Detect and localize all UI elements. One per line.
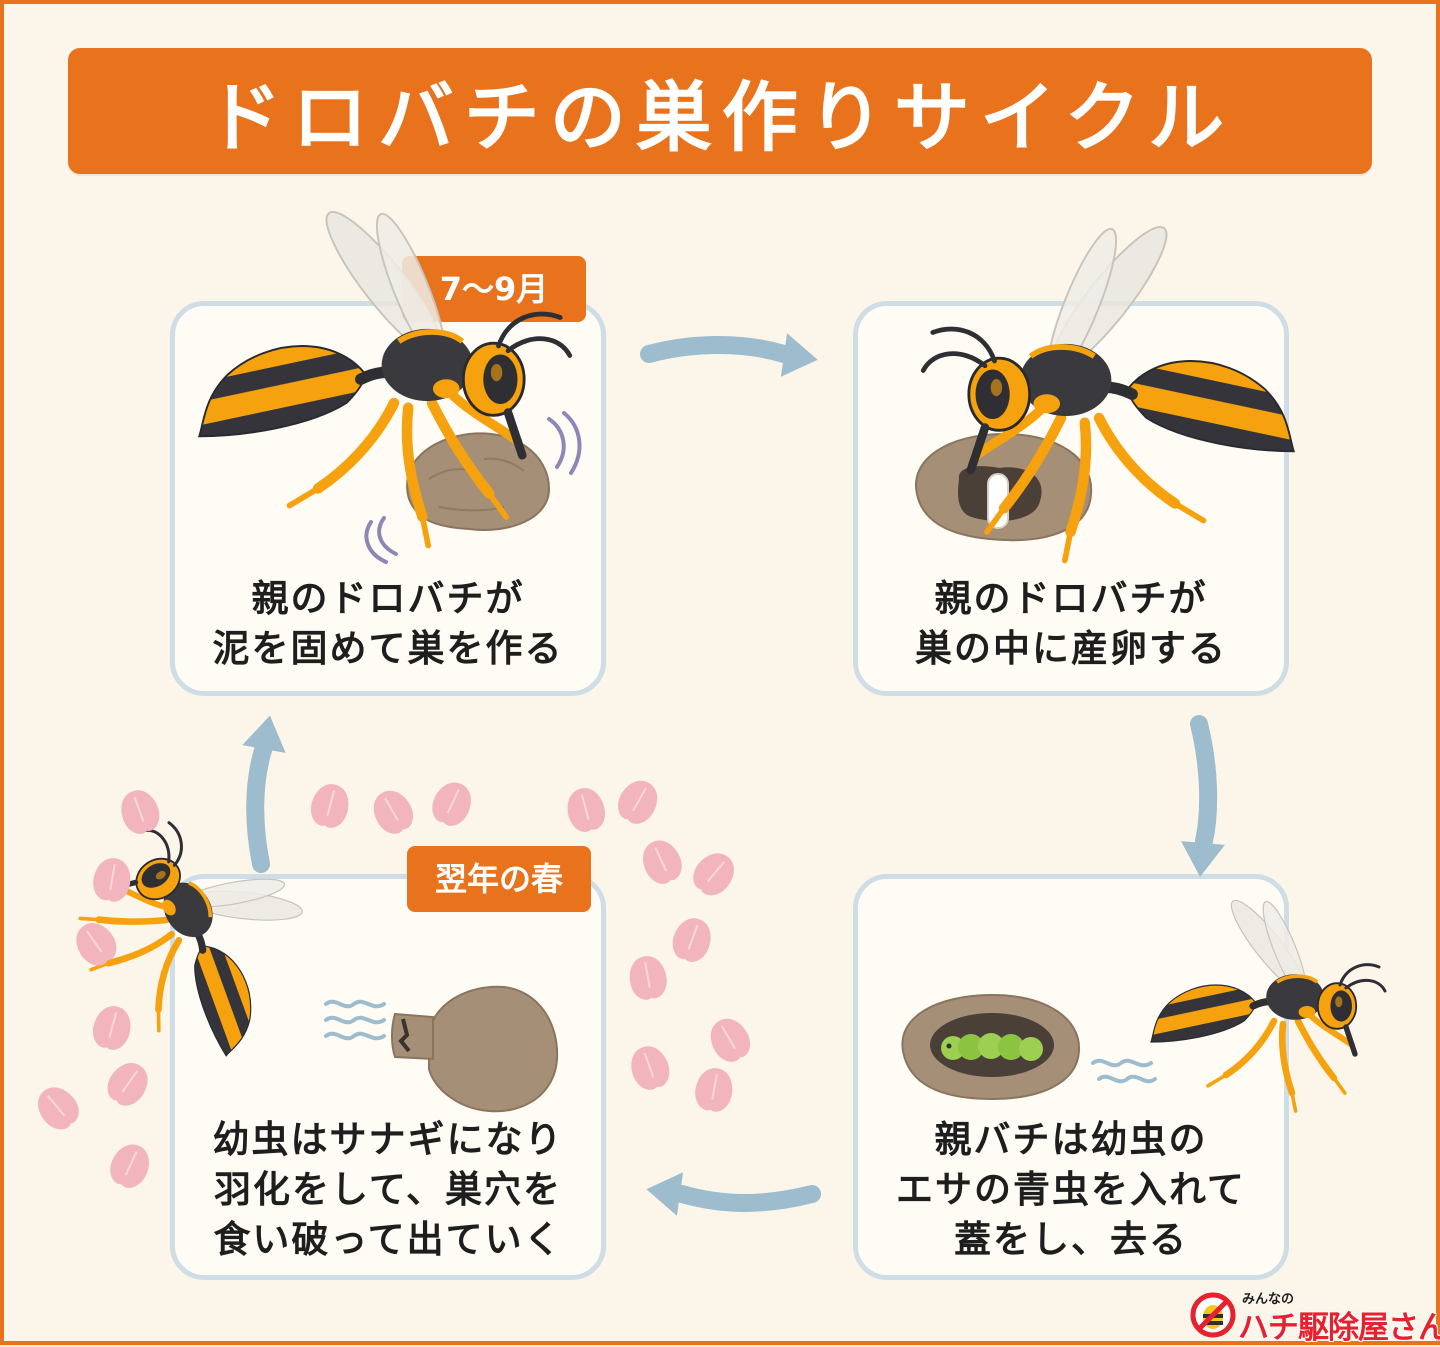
step-2-line-2: 巣の中に産卵する bbox=[915, 627, 1227, 670]
step-3-caption: 親バチは幼虫の エサの青虫を入れて 蓋をし、去る bbox=[858, 1115, 1284, 1265]
bee-mascot-icon bbox=[1190, 1292, 1236, 1338]
step-3-line-1: 親バチは幼虫の bbox=[934, 1118, 1208, 1161]
wasp-icon bbox=[394, 384, 404, 394]
caterpillar-icon bbox=[941, 1033, 1043, 1061]
cherry-petal-icon bbox=[28, 772, 758, 1195]
step-1-line-1: 親のドロバチが bbox=[251, 577, 525, 620]
motion-lines-icon bbox=[547, 411, 582, 475]
motion-lines-icon bbox=[324, 999, 386, 1041]
step-4-tag: 翌年の春 bbox=[407, 846, 591, 912]
step-1-caption: 親のドロバチが 泥を固めて巣を作る bbox=[175, 574, 601, 674]
logo-tagline: みんなの bbox=[1242, 1292, 1295, 1307]
title-banner: ドロバチの巣作りサイクル bbox=[68, 48, 1372, 174]
cycle-arrow-icon bbox=[643, 1167, 821, 1216]
step-2-line-1: 親のドロバチが bbox=[934, 577, 1208, 620]
step-1-line-2: 泥を固めて巣を作る bbox=[212, 627, 564, 670]
step-4-line-2: 羽化をして、巣穴を bbox=[213, 1168, 563, 1211]
page-title: ドロバチの巣作りサイクル bbox=[205, 73, 1235, 162]
mud-nest-icon bbox=[391, 985, 559, 1113]
wasp-icon bbox=[1274, 1009, 1284, 1019]
step-2-caption: 親のドロバチが 巣の中に産卵する bbox=[858, 574, 1284, 674]
brand-logo: みんなの ハチ駆除屋さん bbox=[1186, 1286, 1440, 1346]
cycle-arrow-icon bbox=[640, 333, 821, 382]
cycle-arrow-icon bbox=[242, 711, 292, 873]
step-4-caption: 幼虫はサナギになり 羽化をして、巣穴を 食い破って出ていく bbox=[175, 1115, 601, 1265]
wasp-icon bbox=[1099, 399, 1109, 409]
logo-name: ハチ駆除屋さん bbox=[1238, 1310, 1440, 1346]
cycle-arrow-icon bbox=[1178, 715, 1225, 879]
motion-lines-icon bbox=[364, 516, 398, 564]
step-4-line-3: 食い破って出ていく bbox=[213, 1218, 563, 1261]
step-3-line-2: エサの青虫を入れて bbox=[896, 1168, 1246, 1211]
wasp-icon bbox=[189, 934, 199, 944]
step-3-line-3: 蓋をし、去る bbox=[954, 1218, 1188, 1261]
step-card-emerge: 幼虫はサナギになり 羽化をして、巣穴を 食い破って出ていく bbox=[170, 874, 606, 1280]
motion-lines-icon bbox=[1091, 1058, 1157, 1084]
step-4-line-1: 幼虫はサナギになり bbox=[212, 1118, 564, 1161]
